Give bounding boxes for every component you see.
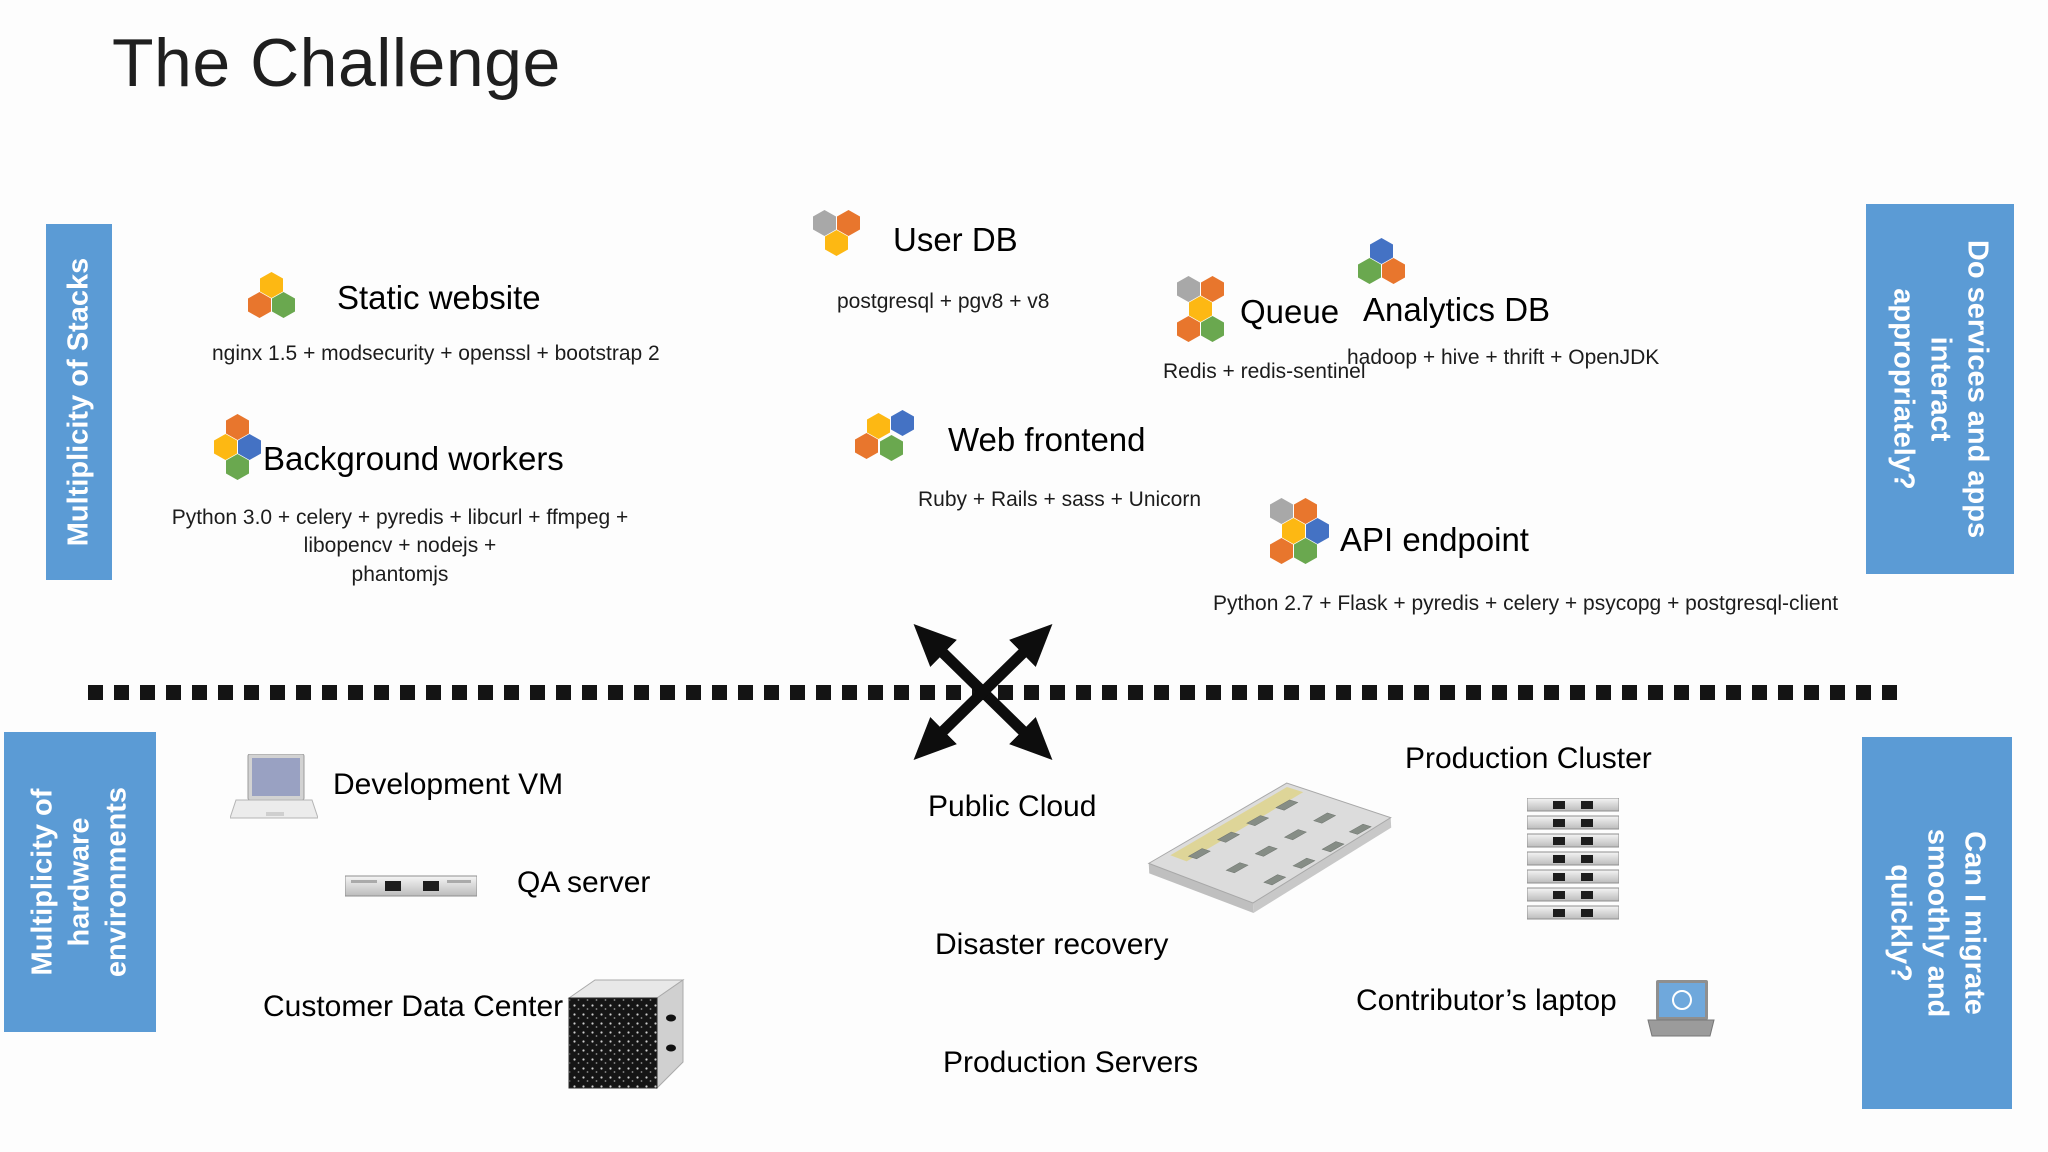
service-stack-queue: Redis + redis-sentinel — [1163, 360, 1366, 383]
dell-laptop-icon — [1647, 980, 1715, 1037]
rack-1u-server-icon — [345, 875, 477, 897]
sidebar-migrate-quickly: Can I migrate smoothly and quickly? — [1862, 737, 2012, 1109]
label-disaster-recovery: Disaster recovery — [935, 928, 1169, 961]
sidebar-multiplicity-of-stacks: Multiplicity of Stacks — [46, 224, 112, 580]
label-development-vm: Development VM — [333, 768, 564, 801]
label-qa-server: QA server — [517, 866, 651, 899]
service-stack-web-frontend: Ruby + Rails + sass + Unicorn — [918, 488, 1202, 511]
circuit-board-icon — [1147, 782, 1392, 913]
static-website-hex-icon — [248, 272, 295, 318]
label-production-servers: Production Servers — [943, 1046, 1199, 1079]
user-db-hex-icon — [813, 210, 860, 256]
label-customer-data-center: Customer Data Center — [263, 990, 564, 1023]
service-stack-user-db: postgresql + pgv8 + v8 — [837, 290, 1050, 313]
laptop-icon — [230, 754, 318, 819]
sidebar-label: Multiplicity of Stacks — [62, 257, 95, 547]
service-stack-background-workers: Python 3.0 + celery + pyredis + libcurl … — [171, 506, 629, 586]
server-stack-icon — [1527, 798, 1619, 920]
service-stack-api-endpoint: Python 2.7 + Flask + pyredis + celery + … — [1213, 592, 1839, 615]
service-title-api-endpoint: API endpoint — [1340, 521, 1529, 558]
queue-hex-icon — [1177, 276, 1224, 342]
service-stack-static-website: nginx 1.5 + modsecurity + openssl + boot… — [212, 342, 660, 365]
label-contributors-laptop: Contributor’s laptop — [1356, 984, 1617, 1017]
sidebar-label: Can I migrate smoothly and quickly? — [1884, 828, 1991, 1018]
page-title: The Challenge — [112, 25, 561, 101]
label-production-cluster: Production Cluster — [1405, 742, 1652, 775]
sidebar-label: Multiplicity of hardware environments — [26, 786, 133, 978]
service-stack-analytics-db: hadoop + hive + thrift + OpenJDK — [1347, 346, 1660, 369]
service-title-user-db: User DB — [893, 221, 1018, 258]
service-title-web-frontend: Web frontend — [948, 421, 1146, 458]
web-frontend-hex-icon — [855, 410, 914, 461]
analytics-db-hex-icon — [1358, 238, 1405, 284]
label-public-cloud: Public Cloud — [928, 790, 1097, 823]
sidebar-multiplicity-of-hardware: Multiplicity of hardware environments — [4, 732, 156, 1032]
api-endpoint-hex-icon — [1270, 498, 1329, 564]
datacenter-cube-icon — [567, 979, 685, 1090]
service-title-queue: Queue — [1240, 293, 1340, 330]
service-title-background-workers: Background workers — [263, 440, 564, 477]
service-title-static-website: Static website — [337, 279, 541, 316]
background-workers-hex-icon — [214, 414, 261, 480]
sidebar-label: Do services and apps interact appropriat… — [1887, 239, 1994, 539]
cross-arrows — [913, 624, 1053, 760]
sidebar-services-interact: Do services and apps interact appropriat… — [1866, 204, 2014, 574]
service-title-analytics-db: Analytics DB — [1363, 291, 1551, 328]
